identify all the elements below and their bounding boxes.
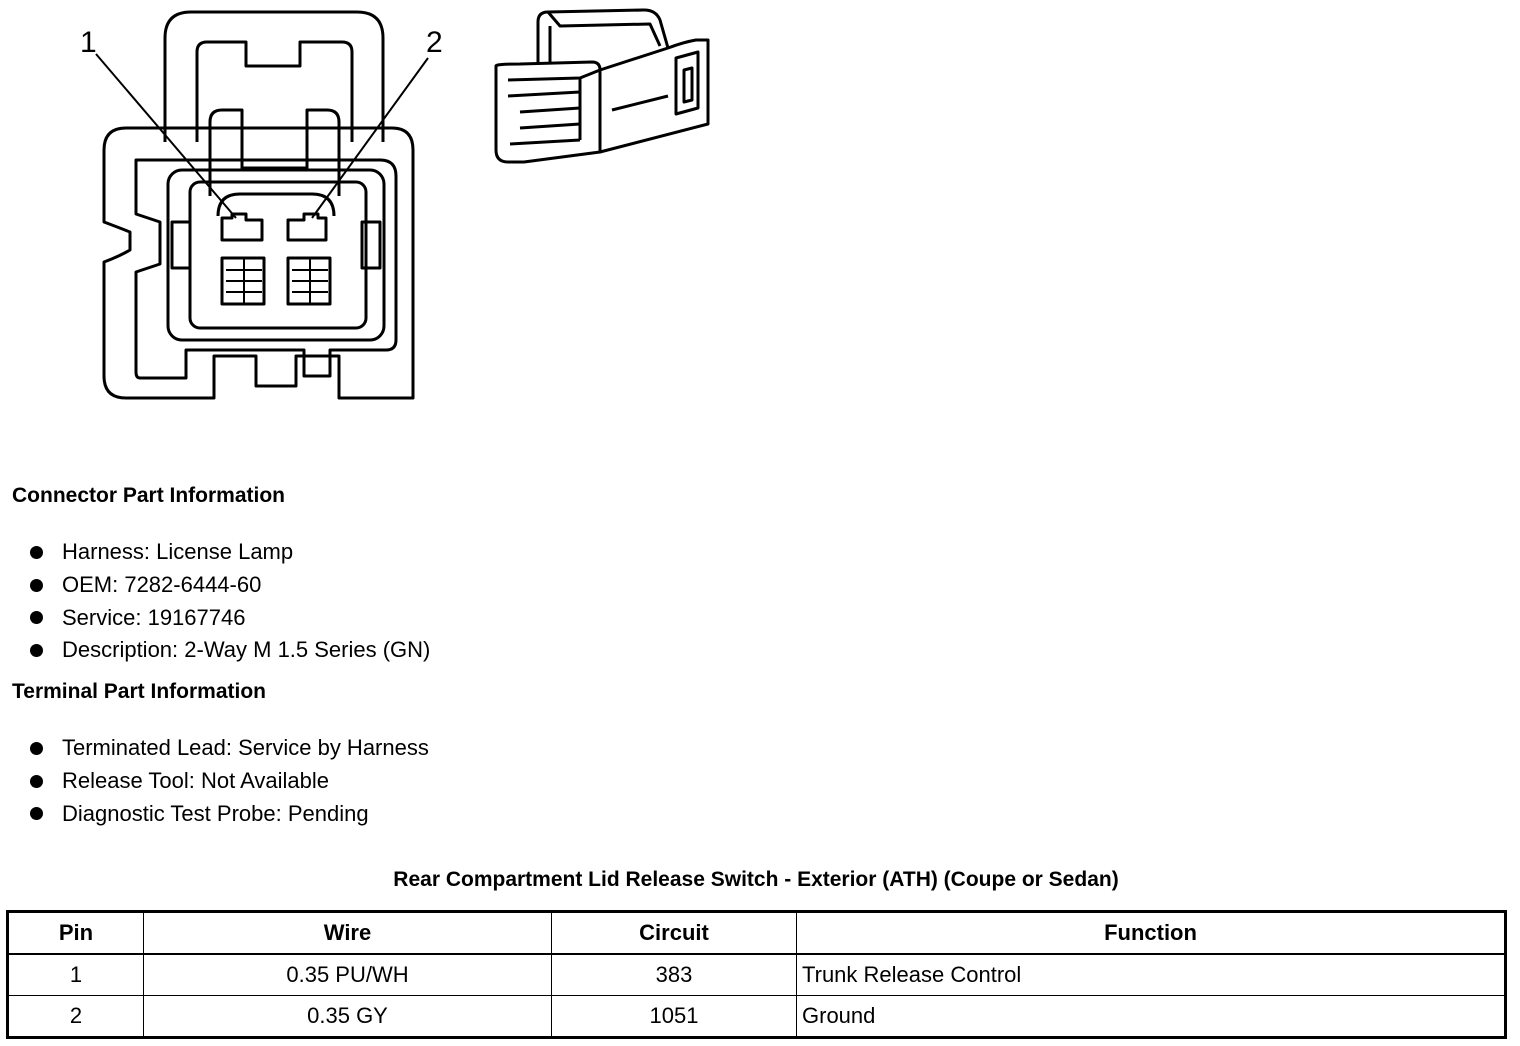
terminal-1 bbox=[220, 212, 264, 242]
table-header-row: Pin Wire Circuit Function bbox=[7, 911, 1506, 955]
list-item: OEM: 7282-6444-60 bbox=[30, 569, 430, 602]
connector-side-view bbox=[494, 8, 710, 164]
table-title: Rear Compartment Lid Release Switch - Ex… bbox=[393, 868, 1119, 891]
terminal-2 bbox=[286, 212, 328, 242]
bullet-icon bbox=[30, 545, 43, 559]
side-rib-right bbox=[360, 220, 382, 270]
pin-1-leader bbox=[95, 53, 237, 219]
connector-body-inner bbox=[134, 158, 398, 380]
column-header-circuit: Circuit bbox=[551, 911, 797, 955]
list-item-text: Diagnostic Test Probe: Pending bbox=[62, 800, 369, 826]
list-item-text: Description: 2-Way M 1.5 Series (GN) bbox=[62, 637, 431, 663]
table-row: 2 0.35 GY 1051 Ground bbox=[7, 995, 1506, 1038]
pinout-table: Pin Wire Circuit Function 1 0.35 PU/WH 3… bbox=[6, 910, 1507, 1039]
list-item: Harness: License Lamp bbox=[30, 536, 430, 569]
connector-body-outer bbox=[102, 126, 415, 400]
bullet-icon bbox=[30, 741, 43, 755]
connector-diagram: 1 2 bbox=[80, 8, 710, 400]
table-row: 1 0.35 PU/WH 383 Trunk Release Control bbox=[7, 953, 1506, 996]
column-header-wire: Wire bbox=[143, 911, 552, 955]
cell-circuit: 383 bbox=[551, 953, 797, 996]
column-header-pin: Pin bbox=[7, 911, 144, 955]
terminal-part-info-list: Terminated Lead: Service by Harness Rele… bbox=[30, 732, 429, 830]
cell-function: Trunk Release Control bbox=[796, 953, 1506, 996]
cell-function: Ground bbox=[796, 995, 1506, 1038]
cavity-inner-frame bbox=[188, 180, 368, 330]
cavity-frame bbox=[166, 168, 386, 342]
bullet-icon bbox=[30, 611, 43, 625]
list-item-text: OEM: 7282-6444-60 bbox=[62, 572, 262, 598]
side-rib-left bbox=[170, 220, 192, 270]
list-item: Diagnostic Test Probe: Pending bbox=[30, 797, 429, 830]
cell-pin: 2 bbox=[7, 995, 144, 1038]
terminal-part-info-heading: Terminal Part Information bbox=[12, 680, 266, 703]
list-item-text: Release Tool: Not Available bbox=[62, 768, 330, 794]
bullet-icon bbox=[30, 643, 43, 657]
list-item-text: Terminated Lead: Service by Harness bbox=[62, 735, 429, 761]
cell-wire: 0.35 PU/WH bbox=[143, 953, 552, 996]
pin-2-leader bbox=[311, 57, 429, 219]
pin-1-label: 1 bbox=[80, 26, 97, 59]
column-header-function: Function bbox=[796, 911, 1506, 955]
bullet-icon bbox=[30, 774, 43, 788]
connector-part-info-list: Harness: License Lamp OEM: 7282-6444-60 … bbox=[30, 536, 430, 667]
cell-circuit: 1051 bbox=[551, 995, 797, 1038]
bullet-icon bbox=[30, 578, 43, 592]
list-item: Description: 2-Way M 1.5 Series (GN) bbox=[30, 634, 430, 667]
pin-2-label: 2 bbox=[426, 26, 443, 59]
list-item: Terminated Lead: Service by Harness bbox=[30, 732, 429, 765]
bullet-icon bbox=[30, 807, 43, 821]
center-slot bbox=[208, 108, 341, 196]
cell-pin: 1 bbox=[7, 953, 144, 996]
cell-wire: 0.35 GY bbox=[143, 995, 552, 1038]
connector-latch-outer bbox=[163, 10, 385, 142]
terminal-shelf bbox=[216, 192, 336, 217]
list-item-text: Service: 19167746 bbox=[62, 604, 246, 630]
list-item: Release Tool: Not Available bbox=[30, 765, 429, 798]
list-item-text: Harness: License Lamp bbox=[62, 539, 294, 565]
list-item: Service: 19167746 bbox=[30, 601, 430, 634]
connector-part-info-heading: Connector Part Information bbox=[12, 484, 286, 507]
connector-latch-inner bbox=[195, 40, 354, 142]
